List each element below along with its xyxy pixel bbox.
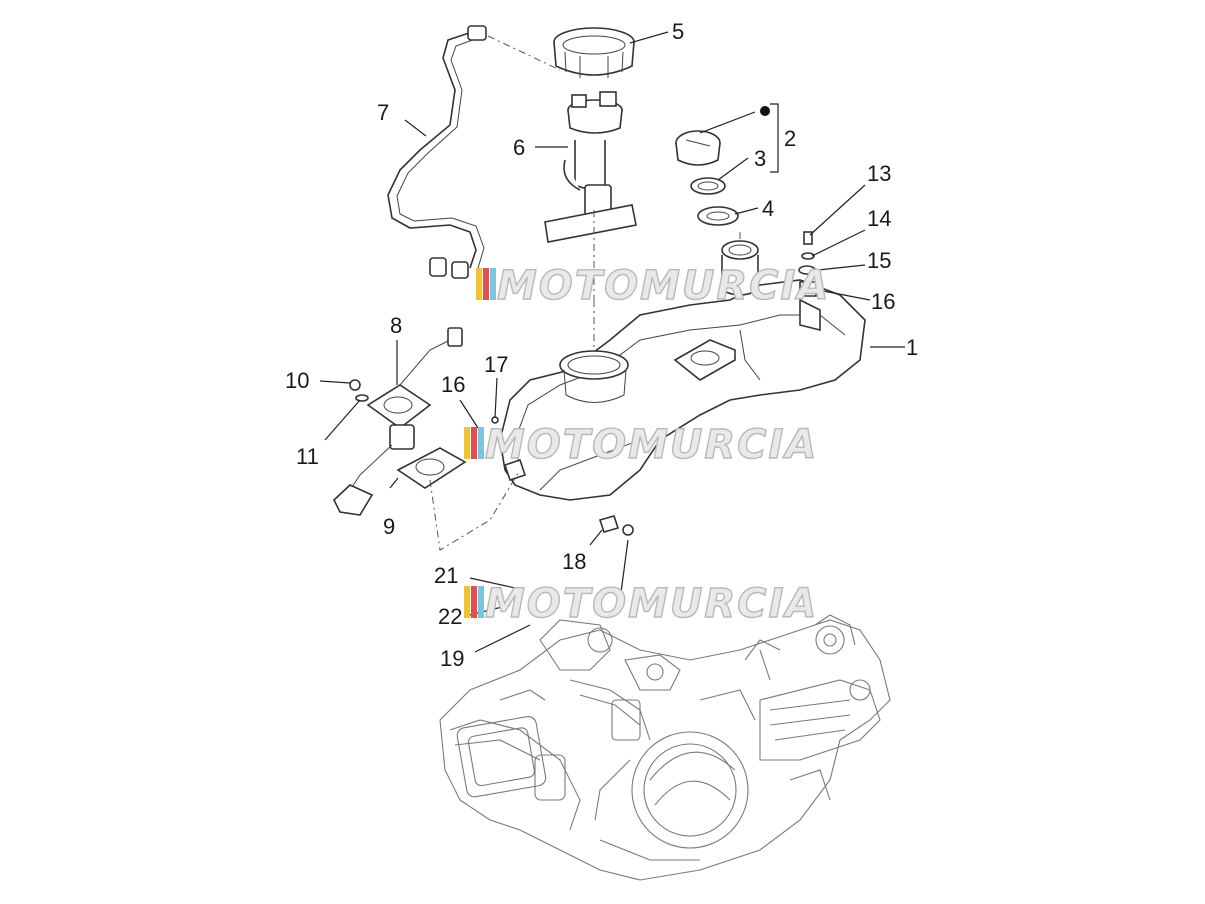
small-hardware: [491, 416, 634, 536]
pump-locking-ring: [553, 27, 635, 78]
callout-2: 2: [784, 126, 796, 151]
fuel-level-sender: [333, 327, 467, 516]
svg-text:MOTOMURCIA: MOTOMURCIA: [485, 422, 818, 468]
callout-15: 15: [867, 248, 891, 273]
svg-text:MOTOMURCIA: MOTOMURCIA: [497, 263, 830, 309]
leader-lines: [319, 31, 905, 653]
callout-5: 5: [672, 19, 684, 44]
tank-cap: [675, 130, 721, 166]
assembly-lines: [429, 35, 741, 551]
callout-1: 1: [906, 335, 918, 360]
callout-17: 17: [484, 352, 508, 377]
callout-4: 4: [762, 196, 774, 221]
callout-21: 21: [434, 563, 458, 588]
watermark-middle: MOTOMURCIA: [464, 421, 818, 469]
callout-9: 9: [383, 514, 395, 539]
fuel-pump: [544, 91, 637, 243]
svg-text:MOTOMURCIA: MOTOMURCIA: [485, 581, 818, 627]
bullet-marker: [760, 106, 770, 116]
engine-assembly: [439, 614, 891, 881]
callout-labels: 1 2 3 4 5 6 7 8 9 10 11 13 14 15 16 16 1…: [285, 19, 918, 671]
filler-gasket: [697, 206, 739, 226]
callout-18: 18: [562, 549, 586, 574]
callout-10: 10: [285, 368, 309, 393]
fuel-hose: [387, 25, 487, 279]
callout-6: 6: [513, 135, 525, 160]
fasteners-right: [798, 231, 817, 297]
watermark-top: MOTOMURCIA: [476, 262, 830, 310]
callout-13: 13: [867, 161, 891, 186]
callout-22: 22: [438, 604, 462, 629]
watermark-bottom: MOTOMURCIA: [464, 580, 818, 628]
callout-7: 7: [377, 100, 389, 125]
cap-gasket: [690, 177, 726, 195]
callout-11: 11: [296, 444, 319, 469]
fuel-tank: [499, 240, 866, 501]
callout-16-right: 16: [871, 289, 895, 314]
callout-8: 8: [390, 313, 402, 338]
callout-14: 14: [867, 206, 891, 231]
callout-16-left: 16: [441, 372, 465, 397]
callout-19: 19: [440, 646, 464, 671]
callout-3: 3: [754, 146, 766, 171]
